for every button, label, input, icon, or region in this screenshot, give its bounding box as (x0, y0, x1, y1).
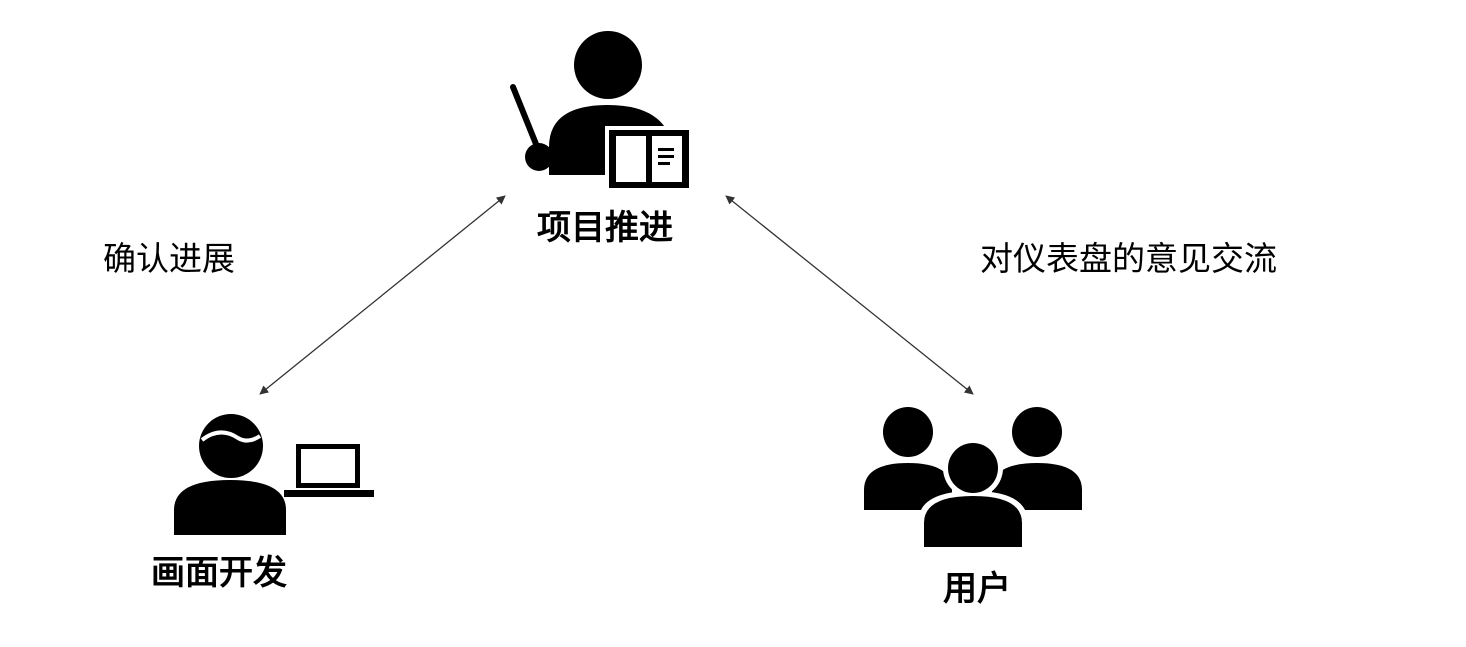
connector-manager-users (725, 195, 974, 395)
user-group-icon (864, 407, 1082, 550)
connector-manager-developer (259, 195, 506, 395)
edge-label-manager-developer: 确认进展 (103, 239, 235, 278)
presenter-icon (510, 31, 693, 192)
node-label-manager: 项目推进 (537, 208, 673, 248)
node-label-users: 用户 (943, 569, 1011, 609)
node-label-developer: 画面开发 (151, 553, 287, 593)
edge-label-manager-users: 对仪表盘的意见交流 (980, 239, 1277, 278)
developer-laptop-icon (174, 414, 374, 535)
